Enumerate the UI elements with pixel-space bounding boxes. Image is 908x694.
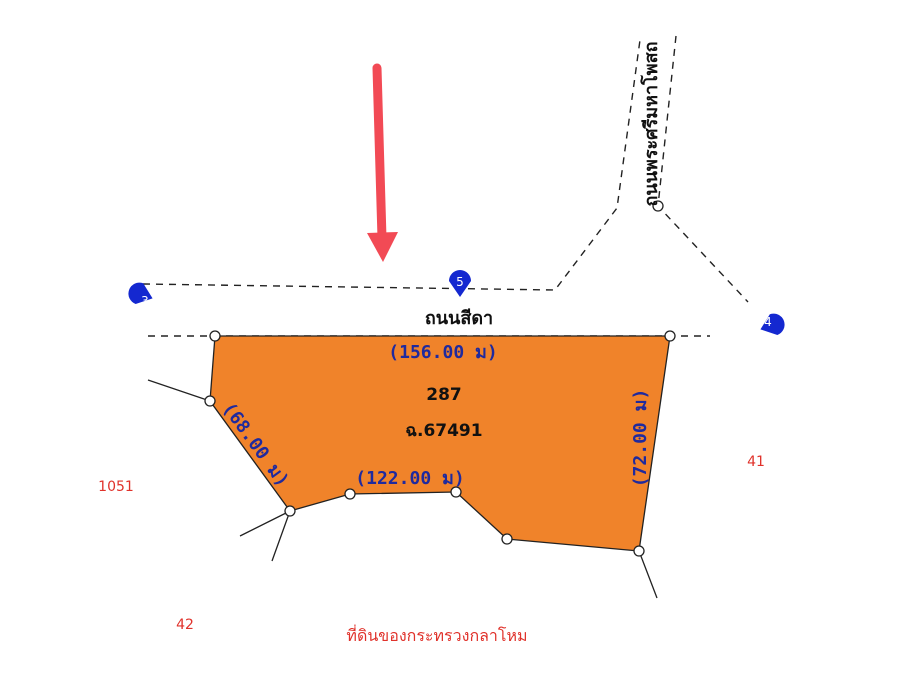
deed-number: ฉ.67491 bbox=[405, 421, 482, 441]
corner-point bbox=[209, 330, 221, 342]
neighbor-parcel-left: 1051 bbox=[98, 479, 134, 495]
dimension-right: (72.00 ม) bbox=[630, 389, 651, 488]
marker-label: 3 bbox=[141, 294, 149, 308]
branch-road-label: ถนนพระศรีมหาโพสถ bbox=[640, 41, 662, 206]
dimension-bottom: (122.00 ม) bbox=[355, 468, 464, 489]
marker-label: 5 bbox=[456, 275, 464, 289]
boundary-line bbox=[147, 379, 211, 402]
location-arrow-icon bbox=[367, 63, 398, 262]
road-junction-point bbox=[652, 200, 664, 212]
parcel-number: 287 bbox=[426, 385, 462, 405]
corner-point bbox=[450, 486, 462, 498]
branch-road-right-edge bbox=[657, 35, 749, 303]
marker-3[interactable]: 3 bbox=[125, 280, 156, 309]
corner-point bbox=[204, 395, 216, 407]
corner-point bbox=[633, 545, 645, 557]
boundary-line bbox=[271, 510, 291, 562]
boundary-line bbox=[239, 510, 291, 537]
neighbor-owner-label: ที่ดินของกระทรวงกลาโหม bbox=[346, 624, 527, 645]
dimension-top: (156.00 ม) bbox=[388, 342, 497, 363]
marker-label: 4 bbox=[764, 315, 772, 329]
marker-4[interactable]: 4 bbox=[757, 311, 788, 340]
marker-5[interactable]: 5 bbox=[449, 270, 471, 297]
parcel-polygon[interactable] bbox=[209, 335, 671, 552]
corner-point bbox=[501, 533, 513, 545]
neighbor-parcel-right: 41 bbox=[747, 454, 765, 470]
boundary-line bbox=[638, 550, 658, 599]
neighbor-parcel-bottom-left: 42 bbox=[176, 617, 194, 633]
main-road-label: ถนนสีดา bbox=[425, 308, 493, 329]
corner-point bbox=[284, 505, 296, 517]
road-upper-edge bbox=[142, 39, 641, 291]
parcel-corner-points bbox=[204, 200, 676, 557]
neighbor-boundary-lines bbox=[147, 379, 658, 599]
corner-point bbox=[664, 330, 676, 342]
corner-point bbox=[344, 488, 356, 500]
